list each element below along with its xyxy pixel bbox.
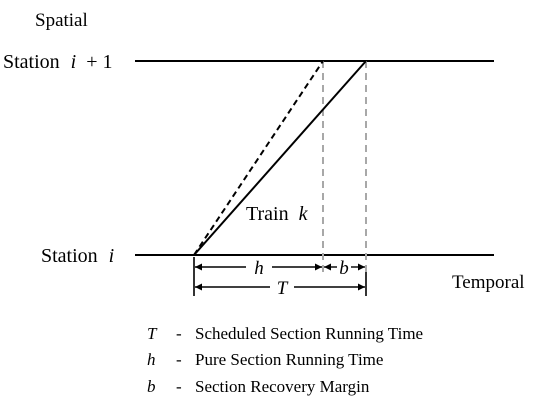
legend-dash: - — [176, 350, 182, 369]
h-interval-label: h — [254, 258, 264, 279]
station-lower-name: Station — [41, 245, 98, 267]
legend-dash: - — [176, 377, 182, 396]
spatial-axis-label: Spatial — [35, 10, 88, 31]
legend-symbol: h — [147, 350, 156, 369]
legend-text: Section Recovery Margin — [195, 377, 370, 396]
legend-text: Pure Section Running Time — [195, 350, 383, 369]
legend-item: b - Section Recovery Margin — [147, 377, 370, 396]
train-symbol: k — [299, 203, 309, 225]
station-upper-index: i — [71, 51, 77, 73]
legend-symbol: T — [147, 324, 158, 343]
train-label: Train k — [246, 203, 309, 225]
station-upper-label: Station i + 1 — [3, 51, 113, 73]
t-interval-label: T — [277, 278, 289, 299]
legend-text: Scheduled Section Running Time — [195, 324, 423, 343]
b-interval-label: b — [339, 258, 349, 279]
station-upper-suffix: + 1 — [86, 51, 112, 73]
legend: T - Scheduled Section Running Time h - P… — [147, 324, 423, 396]
pure-running-trajectory — [193, 60, 324, 256]
temporal-axis-label: Temporal — [452, 272, 525, 293]
legend-dash: - — [176, 324, 182, 343]
legend-item: h - Pure Section Running Time — [147, 350, 383, 369]
legend-item: T - Scheduled Section Running Time — [147, 324, 423, 343]
station-upper-name: Station — [3, 51, 60, 73]
train-name: Train — [246, 203, 289, 225]
legend-symbol: b — [147, 377, 156, 396]
station-lower-index: i — [109, 245, 115, 267]
scheduled-running-trajectory — [193, 60, 367, 256]
station-lower-label: Station i — [41, 245, 114, 267]
